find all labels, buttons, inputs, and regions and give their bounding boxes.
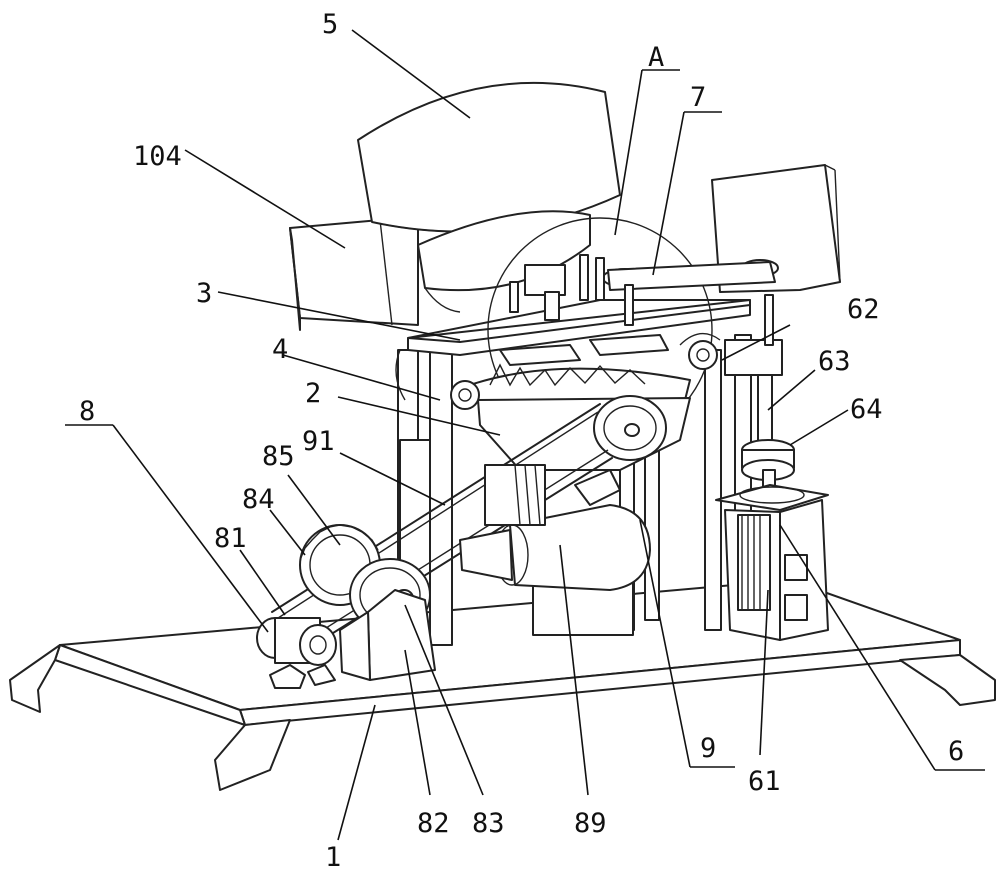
label-1: 1 xyxy=(325,842,341,873)
label-A: A xyxy=(648,42,664,73)
label-83: 83 xyxy=(472,808,505,839)
center-motor xyxy=(459,464,651,636)
top-transmission xyxy=(509,254,779,326)
label-7: 7 xyxy=(690,82,706,113)
left-feed-box xyxy=(289,214,419,331)
label-84: 84 xyxy=(242,484,275,515)
label-82: 82 xyxy=(417,808,450,839)
leader-lines xyxy=(65,29,985,841)
label-5: 5 xyxy=(322,9,338,40)
label-8: 8 xyxy=(79,396,95,427)
label-4: 4 xyxy=(272,334,288,365)
label-81: 81 xyxy=(214,523,247,554)
base-plate xyxy=(9,579,996,791)
label-2: 2 xyxy=(305,378,321,409)
label-63: 63 xyxy=(818,346,851,377)
label-9: 9 xyxy=(700,733,716,764)
label-91: 91 xyxy=(302,426,335,457)
label-61: 61 xyxy=(748,766,781,797)
label-64: 64 xyxy=(850,394,883,425)
label-104: 104 xyxy=(133,141,182,172)
left-drive-assembly xyxy=(256,524,436,689)
label-6: 6 xyxy=(948,736,964,767)
label-3: 3 xyxy=(196,278,212,309)
label-62: 62 xyxy=(847,294,880,325)
part-labels: 5 A 7 104 3 62 4 63 2 64 8 91 85 84 81 9… xyxy=(79,9,964,873)
label-85: 85 xyxy=(262,441,295,472)
right-lift-assembly xyxy=(715,294,829,641)
upper-drum xyxy=(357,81,621,313)
label-89: 89 xyxy=(574,808,607,839)
